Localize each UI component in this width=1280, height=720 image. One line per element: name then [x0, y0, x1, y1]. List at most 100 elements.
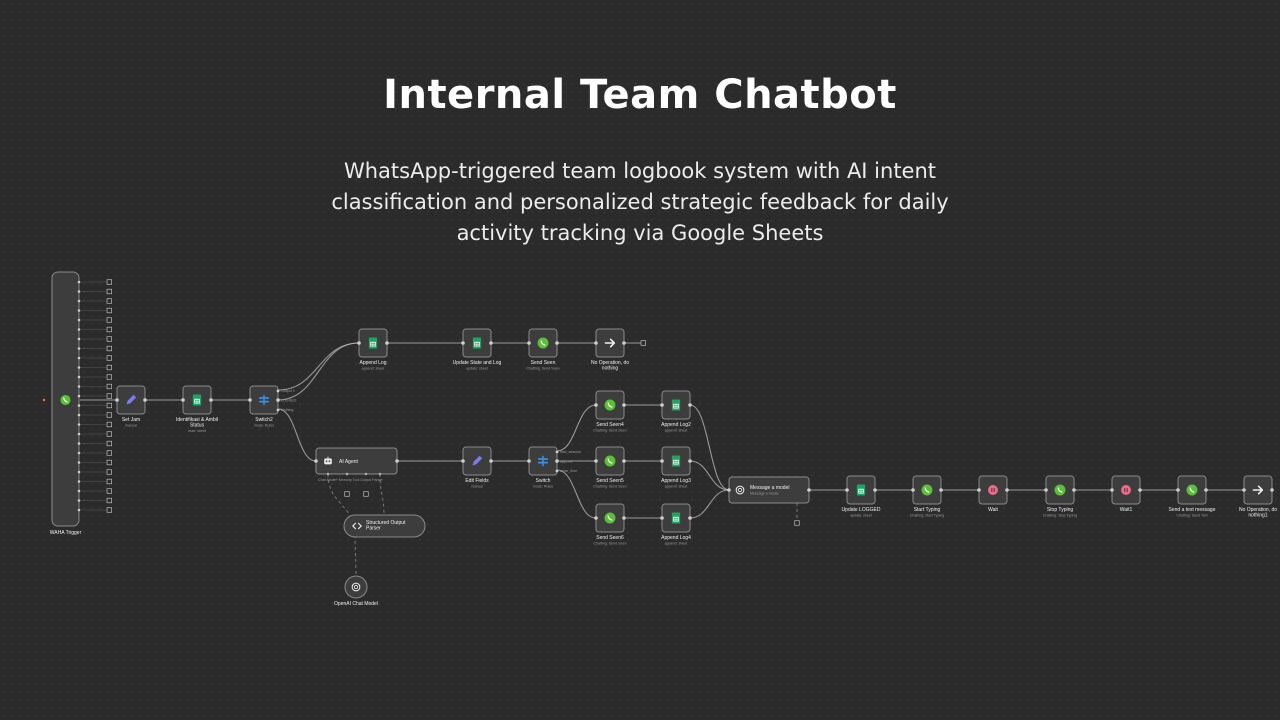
- node-subtitle: Chatting: Start Typing: [910, 514, 945, 518]
- whatsapp-icon: [604, 455, 616, 467]
- node-label: Append Log: [360, 360, 387, 366]
- node-subtitle: Chatting: Send Seen: [593, 485, 626, 489]
- node-subtitle: append: sheet: [665, 429, 688, 433]
- node-subtitle: Chat Model* Memory Tool Output Parser: [318, 478, 383, 482]
- whatsapp-icon: [921, 484, 933, 496]
- node-label: Send Seen: [531, 360, 556, 366]
- whatsapp-icon: [604, 512, 616, 524]
- node-label: Send Seen5: [596, 478, 624, 484]
- node-label: Append Log3: [661, 478, 691, 484]
- trigger-node-group: WAHA Trigger: [42, 271, 112, 536]
- add-connection-button[interactable]: [794, 520, 800, 526]
- code-icon: [352, 522, 362, 530]
- robot-icon: [324, 456, 332, 465]
- openai-icon: [351, 582, 361, 592]
- node-label: Update LOGGED: [842, 507, 881, 513]
- wire: [689, 404, 730, 491]
- node-subtitle: Chatting: Stop Typing: [1043, 514, 1077, 518]
- node-label: Message a model: [750, 485, 789, 491]
- switch-output-label: LOGGED: [281, 399, 297, 403]
- page-subtitle: WhatsApp-triggered team logbook system w…: [331, 159, 949, 245]
- whatsapp-icon: [1186, 484, 1198, 496]
- node-label: Append Log4: [661, 535, 691, 541]
- whatsapp-icon: [60, 394, 71, 406]
- pause-icon: [1121, 485, 1131, 495]
- sheets-icon: [671, 399, 681, 411]
- node-subtitle: update: sheet: [850, 514, 872, 518]
- node-box: [343, 514, 426, 538]
- switch-icon: [538, 455, 548, 467]
- node-wait[interactable]: Wait: [977, 475, 1009, 513]
- openai-icon: [735, 485, 745, 495]
- node-subtitle: append: sheet: [665, 542, 688, 546]
- pause-icon: [988, 485, 998, 495]
- node-openai-chat-model[interactable]: OpenAI Chat Model: [334, 575, 378, 607]
- node-label: Stop Typing: [1047, 507, 1074, 513]
- switch-icon: [259, 394, 269, 406]
- node-label: Update State and Log: [453, 360, 502, 366]
- node-waha-trigger[interactable]: WAHA Trigger: [42, 271, 112, 536]
- node-label: Switch: [536, 478, 551, 484]
- node-label: Append Log2: [661, 422, 691, 428]
- node-subtitle: mode: Rules: [533, 485, 553, 489]
- sheets-icon: [472, 337, 482, 349]
- node-label: Wait: [988, 507, 998, 513]
- switch-output-label: Nothing: [281, 408, 293, 412]
- node-subtitle: Chatting: Send Seen: [593, 429, 626, 433]
- node-subtitle: update: sheet: [466, 367, 488, 371]
- arrow-right-icon: [1252, 485, 1264, 495]
- node-box: [344, 575, 368, 599]
- wire: [277, 408, 317, 462]
- node-subtitle: Chatting: Send Seen: [593, 542, 626, 546]
- node-label: OpenAI Chat Model: [334, 601, 378, 607]
- node-label: Wait1: [1120, 507, 1133, 513]
- node-subtitle: Chatting: Send Text: [1176, 514, 1207, 518]
- add-connection-button[interactable]: [344, 491, 350, 497]
- wire: [689, 460, 730, 491]
- node-subtitle: manual: [471, 485, 483, 489]
- wire: [689, 489, 730, 519]
- wire: [277, 342, 360, 401]
- node-label: AI Agent: [339, 459, 359, 465]
- node-subtitle: append: sheet: [362, 367, 385, 371]
- add-connection-button[interactable]: [363, 491, 369, 497]
- node-label: Send Seen4: [596, 422, 624, 428]
- add-node-button[interactable]: [640, 340, 646, 346]
- wire: [556, 469, 597, 519]
- pencil-icon: [126, 394, 137, 405]
- node-subtitle: read: sheet: [188, 429, 206, 433]
- node-subtitle: manual: [125, 424, 137, 428]
- node-subtitle: mode: Rules: [254, 424, 274, 428]
- node-subtitle: append: sheet: [665, 485, 688, 489]
- sheets-icon: [368, 337, 378, 349]
- node-wait1[interactable]: Wait1: [1110, 475, 1142, 513]
